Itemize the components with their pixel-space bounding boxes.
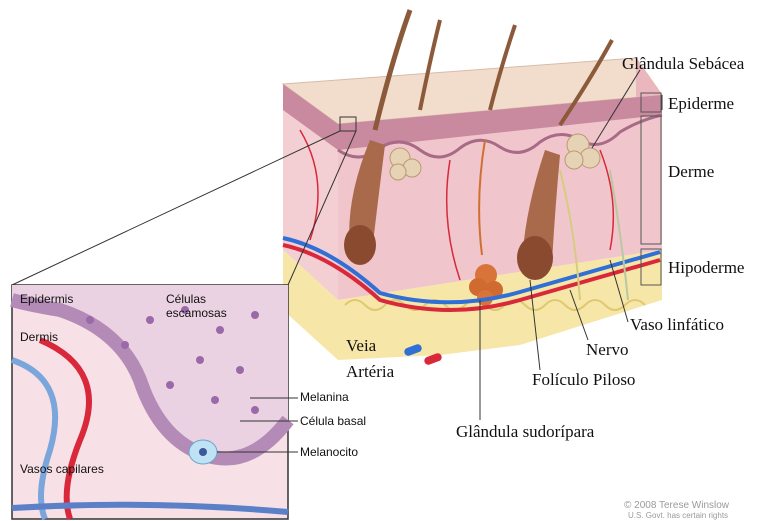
inset-label-epidermis: Epidermis (20, 292, 73, 306)
credit-subline: U.S. Govt. has certain rights (628, 511, 728, 520)
inset-label-vasos-capilares: Vasos capilares (20, 462, 104, 476)
label-vaso-linfatico: Vaso linfático (630, 315, 724, 335)
inset-label-dermis: Dermis (20, 330, 58, 344)
label-veia: Veia (346, 336, 376, 356)
label-nervo: Nervo (586, 340, 628, 360)
label-foliculo-piloso: Folículo Piloso (532, 370, 635, 390)
inset-label-celulas-escamosas: Células escamosas (166, 292, 227, 320)
hair-bulb-left (344, 225, 376, 265)
label-hipoderme: Hipoderme (668, 258, 744, 278)
label-glandula-sebacea: Glândula Sebácea (622, 54, 744, 74)
label-epiderme: Epiderme (668, 94, 734, 114)
inset-panel (12, 285, 298, 519)
label-glandula-sudoripara: Glândula sudorípara (456, 422, 594, 442)
hair-bulb-right (517, 236, 553, 280)
credit-line: © 2008 Terese Winslow (624, 500, 729, 511)
inset-label-melanocito: Melanocito (300, 445, 358, 459)
label-derme: Derme (668, 162, 714, 182)
inset-label-celula-basal: Célula basal (300, 414, 366, 428)
inset-label-melanina: Melanina (300, 390, 349, 404)
label-arteria: Artéria (346, 362, 394, 382)
